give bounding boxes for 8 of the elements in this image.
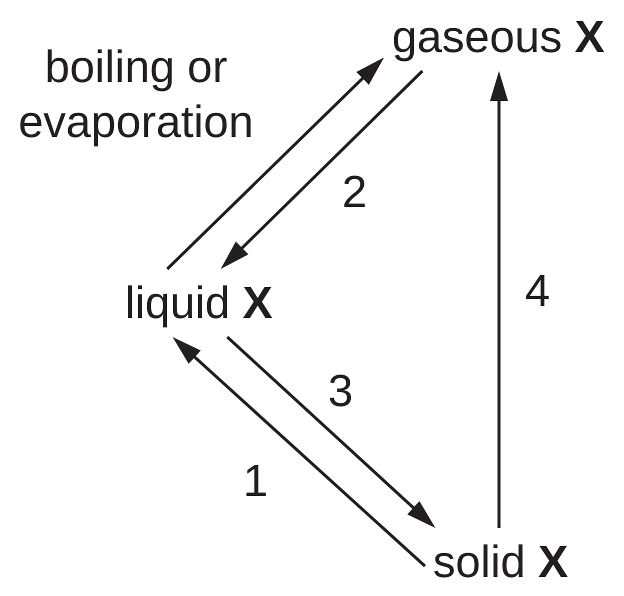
state-label: liquid X [125, 277, 273, 329]
arrow [172, 337, 426, 568]
arrow [490, 71, 508, 528]
arrow [226, 336, 436, 528]
state-label: gaseous X [392, 11, 605, 63]
arrow [166, 57, 384, 270]
arrow [220, 70, 424, 269]
state-label: solid X [433, 536, 568, 588]
